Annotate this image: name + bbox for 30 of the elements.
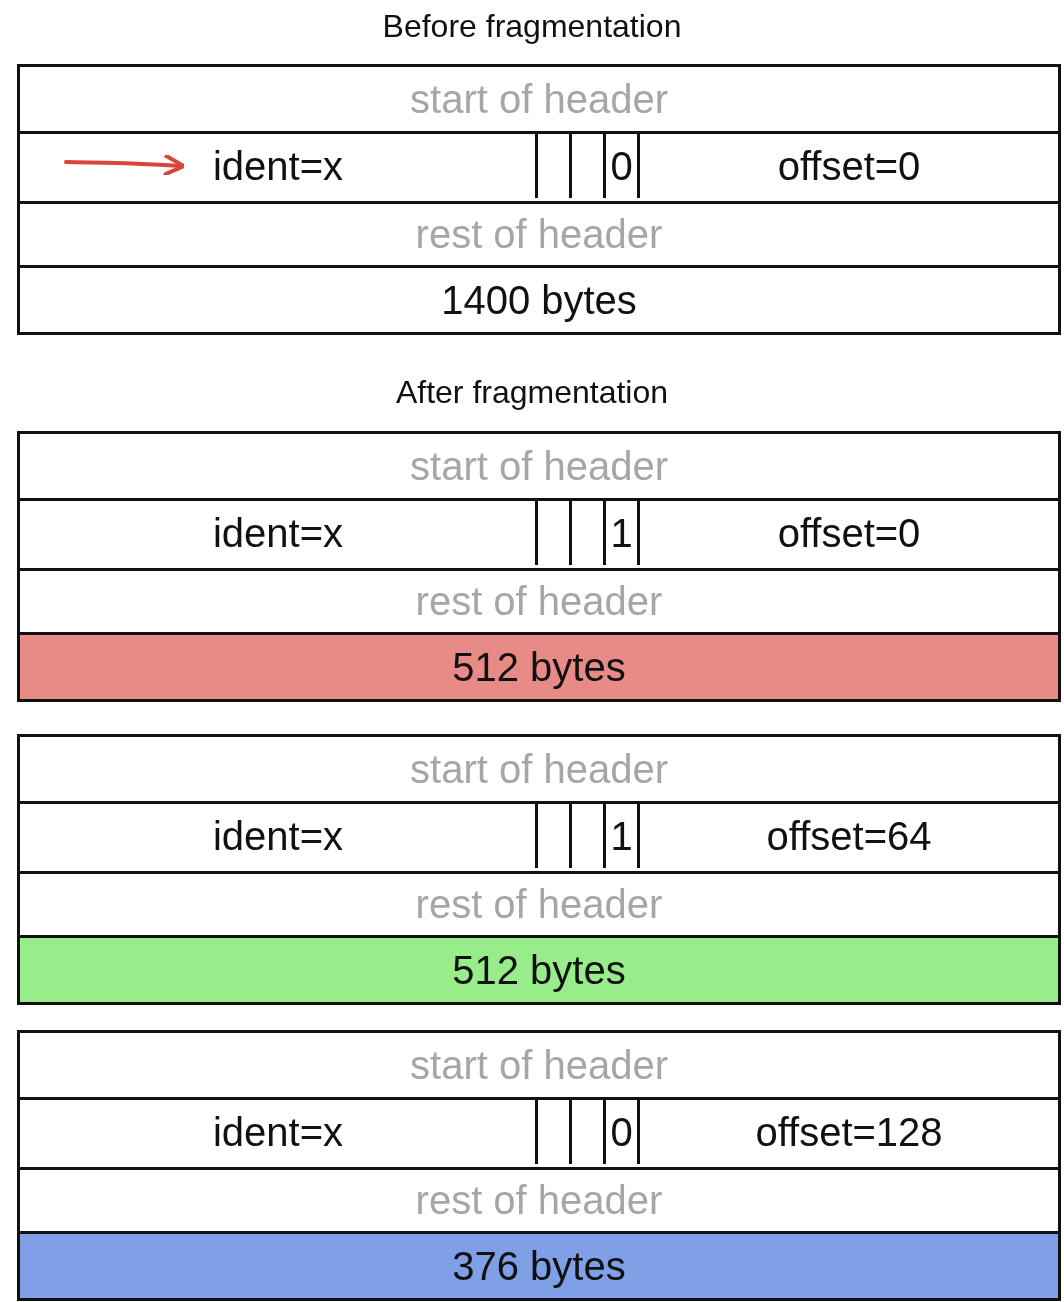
- packet-frame: [17, 734, 1061, 1005]
- offset-field: offset=0: [640, 501, 1058, 565]
- header-row: rest of header: [20, 568, 1058, 635]
- payload-row: 376 bytes: [20, 1234, 1058, 1298]
- offset-field: offset=64: [640, 804, 1058, 868]
- packet-frame: [17, 1030, 1061, 1301]
- section-heading: Before fragmentation: [382, 8, 682, 45]
- flag-bit-cell: 1: [603, 501, 640, 565]
- field-label: ident=x: [188, 134, 368, 198]
- packet-frame: [17, 431, 1061, 702]
- flag-bit-cell: 1: [603, 804, 640, 868]
- field-label: ident=x: [188, 804, 368, 868]
- header-row: rest of header: [20, 1167, 1058, 1234]
- header-row: rest of header: [20, 201, 1058, 268]
- offset-field: offset=128: [640, 1100, 1058, 1164]
- section-heading: After fragmentation: [395, 374, 669, 411]
- flag-bit-cell: 0: [603, 1100, 640, 1164]
- header-row: rest of header: [20, 871, 1058, 938]
- flag-bit-cell: 0: [603, 134, 640, 198]
- arrow: [64, 153, 186, 177]
- header-row: start of header: [20, 67, 1058, 134]
- header-row: start of header: [20, 1033, 1058, 1100]
- field-label: ident=x: [188, 501, 368, 565]
- header-row: start of header: [20, 434, 1058, 501]
- payload-row: 512 bytes: [20, 938, 1058, 1002]
- payload-row: 512 bytes: [20, 635, 1058, 699]
- field-label: ident=x: [188, 1100, 368, 1164]
- header-row: start of header: [20, 737, 1058, 804]
- offset-field: offset=0: [640, 134, 1058, 198]
- packet-frame: [17, 64, 1061, 335]
